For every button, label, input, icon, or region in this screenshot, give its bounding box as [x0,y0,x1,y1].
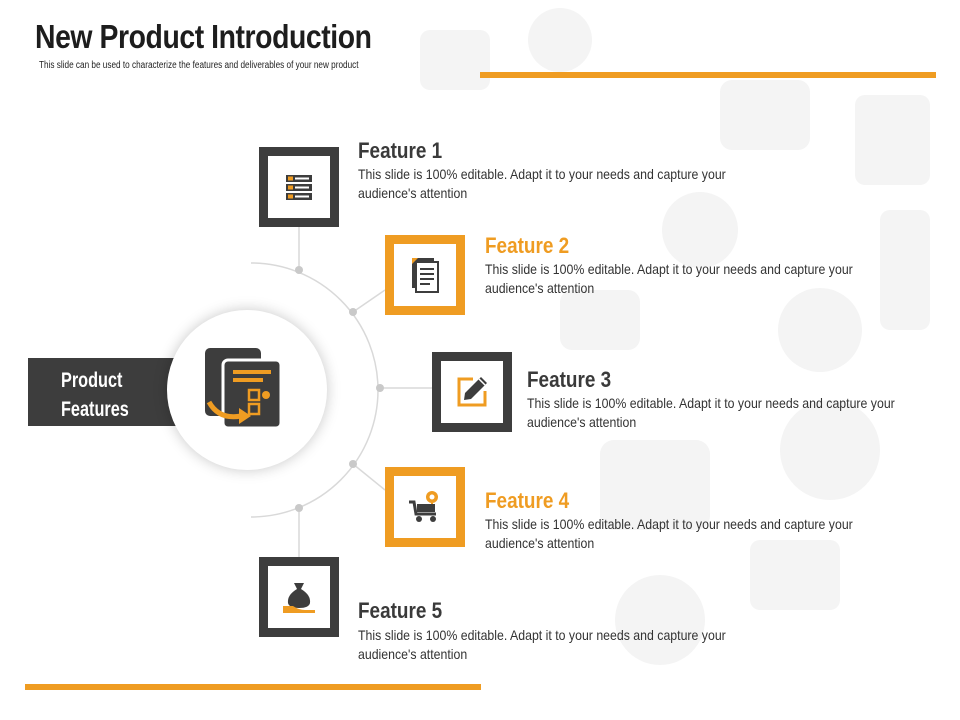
feature-1-description: This slide is 100% editable. Adapt it to… [358,166,726,201]
feature-5-icon-box [259,557,339,637]
page-subtitle: This slide can be used to characterize t… [39,60,359,71]
feature-3-description: This slide is 100% editable. Adapt it to… [527,395,895,430]
bottom-accent-rule [25,684,481,690]
feature-2-title: Feature 2 [485,233,570,258]
feature-5-title: Feature 5 [358,598,443,623]
checklist-icon [286,175,312,200]
feature-4-icon-box [385,467,465,547]
delivery-cart-icon [409,491,438,522]
page-title: New Product Introduction [35,18,372,55]
feature-1-icon-box [259,147,339,227]
feature-3-title: Feature 3 [527,367,612,392]
document-icon [412,258,439,293]
feature-2-icon-box [385,235,465,315]
feature-4-description: This slide is 100% editable. Adapt it to… [485,516,853,551]
documents-transfer-icon [205,348,283,430]
feature-4-title: Feature 4 [485,488,570,513]
edit-pencil-icon [457,377,487,407]
money-bag-hand-icon [283,583,315,613]
feature-1-title: Feature 1 [358,138,443,163]
feature-3-icon-box [432,352,512,432]
top-accent-rule [480,72,936,78]
hub-circle [167,310,327,470]
feature-5-description: This slide is 100% editable. Adapt it to… [358,627,726,662]
feature-2-description: This slide is 100% editable. Adapt it to… [485,261,853,296]
label-line2: Features [61,398,129,421]
label-line1: Product [61,369,123,392]
